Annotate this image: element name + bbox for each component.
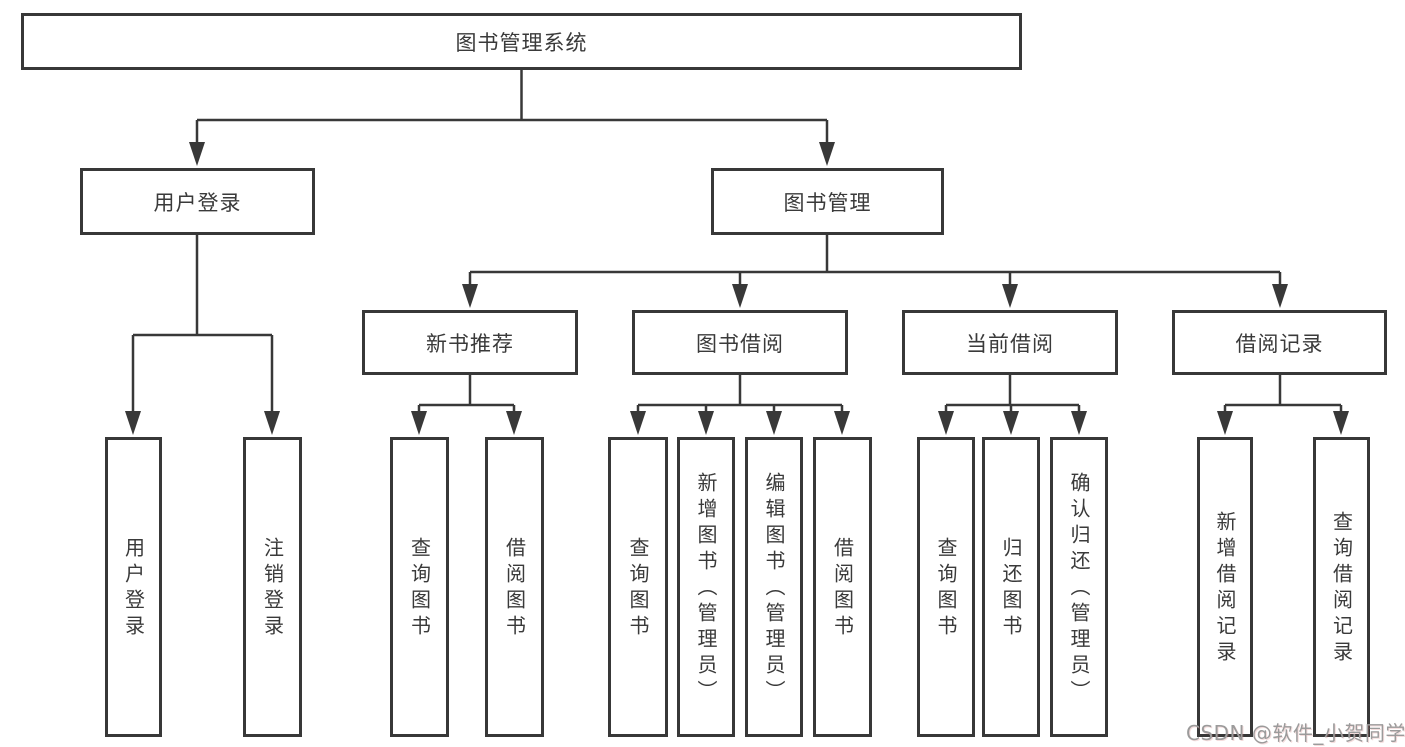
leaf-borrow-books: 借阅图书 [813,437,872,737]
node-borrow-records: 借阅记录 [1172,310,1387,375]
leaf-current-query-books: 查询图书 [917,437,975,737]
csdn-watermark: CSDN @软件_小贺同学 [1186,721,1405,745]
leaf-logout: 注销登录 [243,437,302,737]
node-user-login: 用户登录 [80,168,315,235]
arrowhead-icons [125,142,1349,435]
leaf-add-borrow-record: 新增借阅记录 [1197,437,1253,737]
leaf-edit-books-admin: 编辑图书（管理员） [745,437,803,737]
leaf-return-books: 归还图书 [982,437,1040,737]
leaf-borrow-query-books: 查询图书 [608,437,668,737]
leaf-user-login: 用户登录 [105,437,162,737]
node-root-system: 图书管理系统 [21,13,1022,70]
node-book-management: 图书管理 [711,168,944,235]
leaf-recommend-borrow-books: 借阅图书 [485,437,544,737]
leaf-confirm-return-admin: 确认归还（管理员） [1050,437,1108,737]
leaf-add-books-admin: 新增图书（管理员） [677,437,735,737]
leaf-query-borrow-record: 查询借阅记录 [1313,437,1370,737]
leaf-recommend-query-books: 查询图书 [390,437,449,737]
node-book-borrow: 图书借阅 [632,310,848,375]
node-new-book-recommend: 新书推荐 [362,310,578,375]
node-current-borrow: 当前借阅 [902,310,1118,375]
